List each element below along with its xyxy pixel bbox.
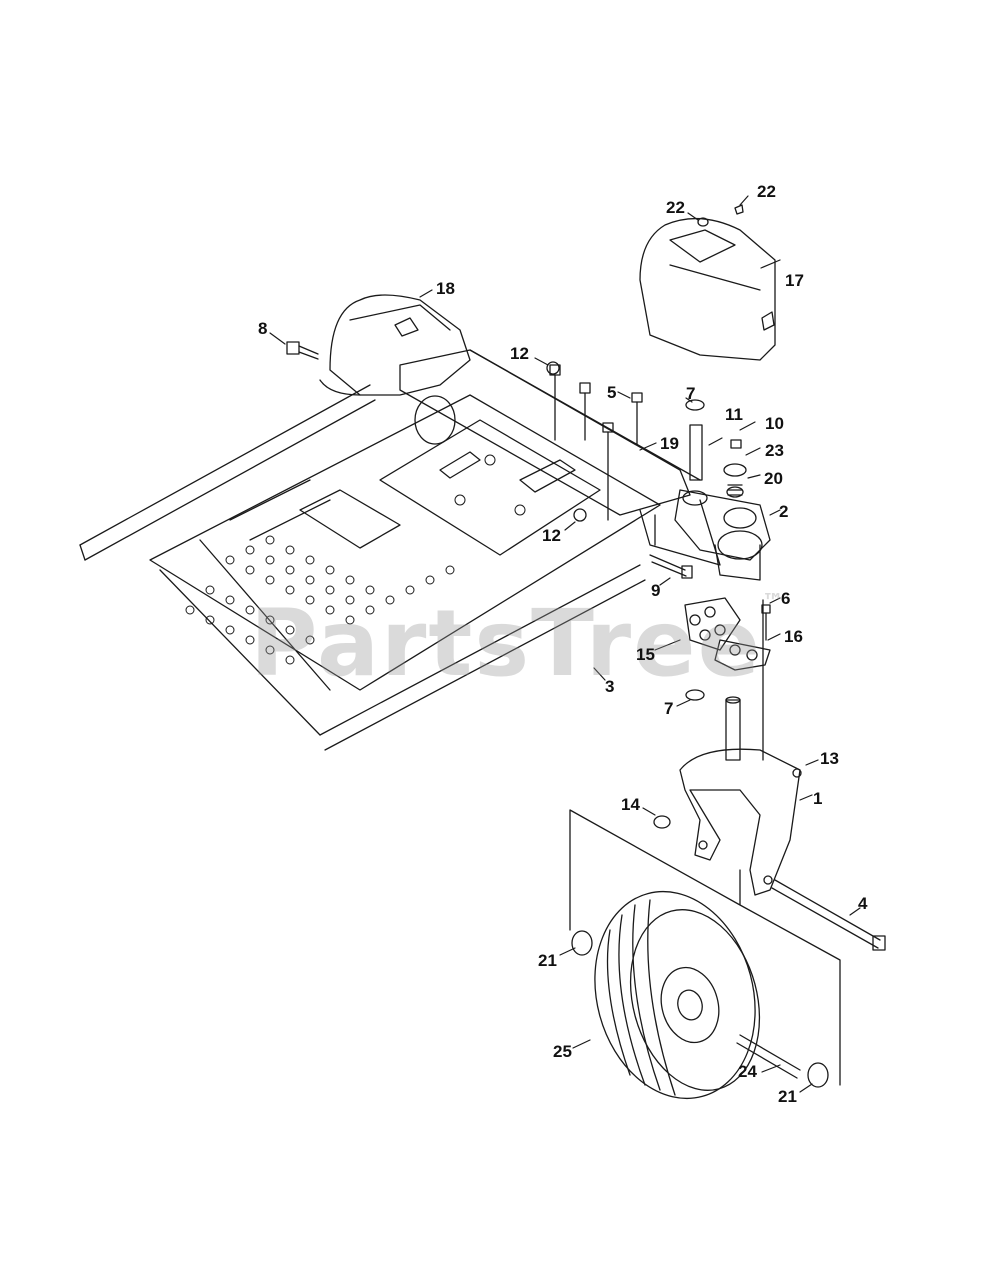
callout-10: 10 xyxy=(765,414,784,433)
fender-left xyxy=(319,294,471,445)
callout-21-right: 21 xyxy=(778,1087,797,1106)
callout-4: 4 xyxy=(858,894,868,913)
callout-25: 25 xyxy=(553,1042,572,1061)
nut-14 xyxy=(653,815,671,829)
callout-13: 13 xyxy=(820,749,839,768)
callout-8: 8 xyxy=(258,319,268,338)
bolt-8 xyxy=(286,341,319,360)
callout-17: 17 xyxy=(785,271,804,290)
watermark-text: PartsTree xyxy=(250,590,762,697)
callout-5: 5 xyxy=(607,383,617,402)
callout-23: 23 xyxy=(765,441,784,460)
pivot-plate xyxy=(674,489,771,581)
bolt-9 xyxy=(649,554,693,579)
callout-6: 6 xyxy=(781,589,791,608)
caster-fork xyxy=(679,599,802,896)
deck-grate xyxy=(185,454,526,665)
callout-20: 20 xyxy=(764,469,783,488)
callout-21-left: 21 xyxy=(538,951,557,970)
callout-19: 19 xyxy=(660,434,679,453)
cover xyxy=(639,204,776,361)
callout-7-top: 7 xyxy=(686,384,696,403)
callout-9: 9 xyxy=(651,581,661,600)
callout-18: 18 xyxy=(436,279,455,298)
wheel xyxy=(594,890,761,1100)
callout-24: 24 xyxy=(738,1062,757,1081)
callout-14: 14 xyxy=(621,795,640,814)
callout-3: 3 xyxy=(605,677,615,696)
frame-deck xyxy=(79,384,661,751)
spacers-axle xyxy=(571,930,829,1088)
callout-12-bottom: 12 xyxy=(542,526,561,545)
callout-2: 2 xyxy=(779,502,789,521)
callout-22-right: 22 xyxy=(757,182,776,201)
callout-12-top: 12 xyxy=(510,344,529,363)
axle-bolt-4 xyxy=(771,879,886,951)
watermark: PartsTree™ xyxy=(250,590,786,697)
callout-7-bottom: 7 xyxy=(664,699,674,718)
callout-15: 15 xyxy=(636,645,655,664)
hardware-stack xyxy=(546,361,747,522)
leader-lines xyxy=(269,195,861,1093)
callout-22-left: 22 xyxy=(666,198,685,217)
gear-assembly xyxy=(684,597,771,701)
callout-11: 11 xyxy=(725,405,743,424)
callout-16: 16 xyxy=(784,627,803,646)
watermark-trademark: ™ xyxy=(761,590,786,615)
explode-frame xyxy=(569,809,841,1086)
callout-1: 1 xyxy=(813,789,823,808)
